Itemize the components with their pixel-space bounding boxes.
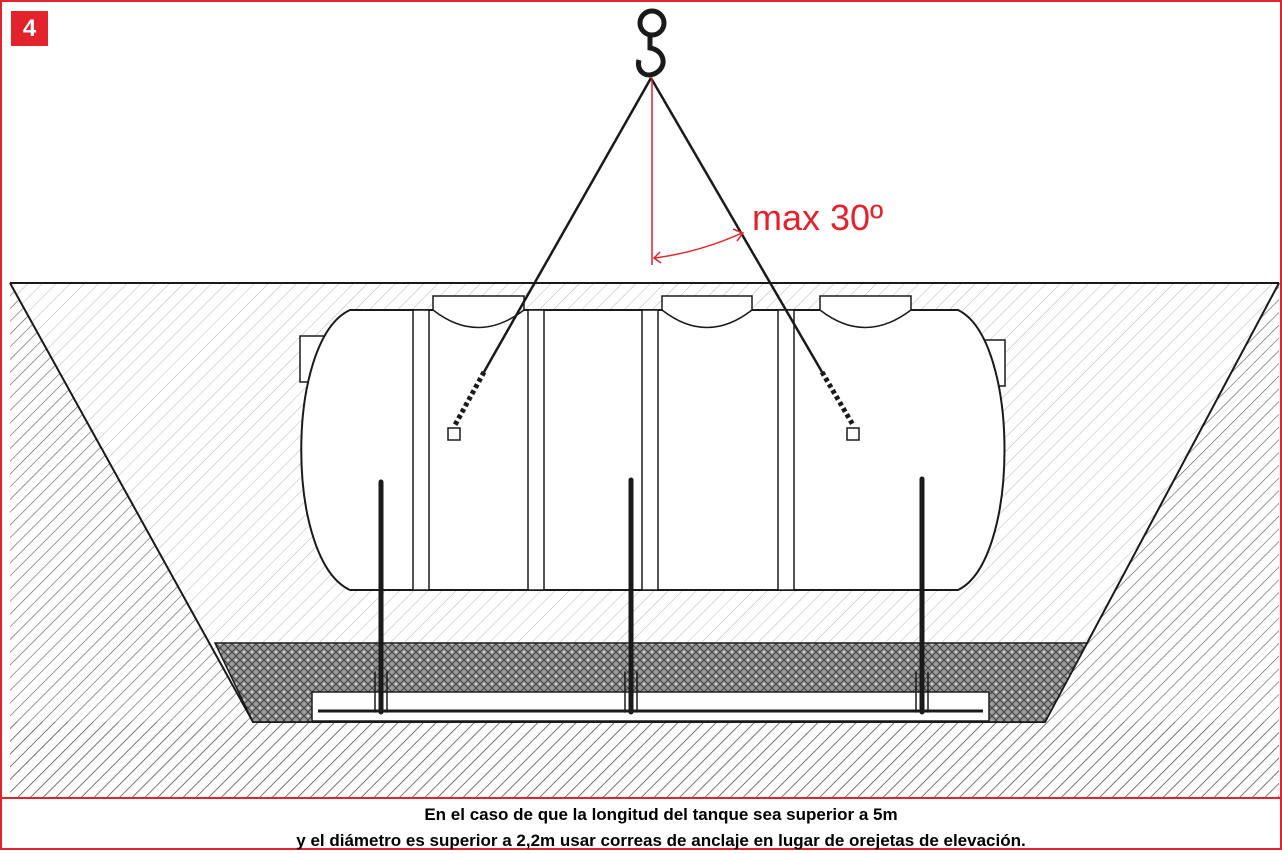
caption-line-2: y el diámetro es superior a 2,2m usar co…	[296, 831, 1026, 850]
tank	[299, 295, 1006, 591]
tank-rib-4	[777, 309, 795, 591]
tank-rib-3	[641, 309, 659, 591]
lifting-chain-icon	[447, 77, 860, 441]
tank-rib-2	[527, 309, 545, 591]
caption-line-1: En el caso de que la longitud del tanque…	[424, 805, 898, 824]
angle-indicator	[651, 78, 745, 265]
manhole-2	[661, 295, 753, 329]
concrete-slab	[311, 691, 990, 722]
crane-hook-icon	[635, 8, 667, 78]
ground-bottom	[10, 722, 1279, 797]
anchor-strap-icon	[374, 476, 929, 715]
angle-label: max 30º	[752, 197, 884, 238]
caption: En el caso de que la longitud del tanque…	[40, 802, 1282, 854]
manhole-1	[432, 295, 525, 329]
tank-rib-1	[412, 309, 430, 591]
step-number-badge: 4	[11, 11, 48, 46]
manhole-3	[819, 295, 912, 329]
